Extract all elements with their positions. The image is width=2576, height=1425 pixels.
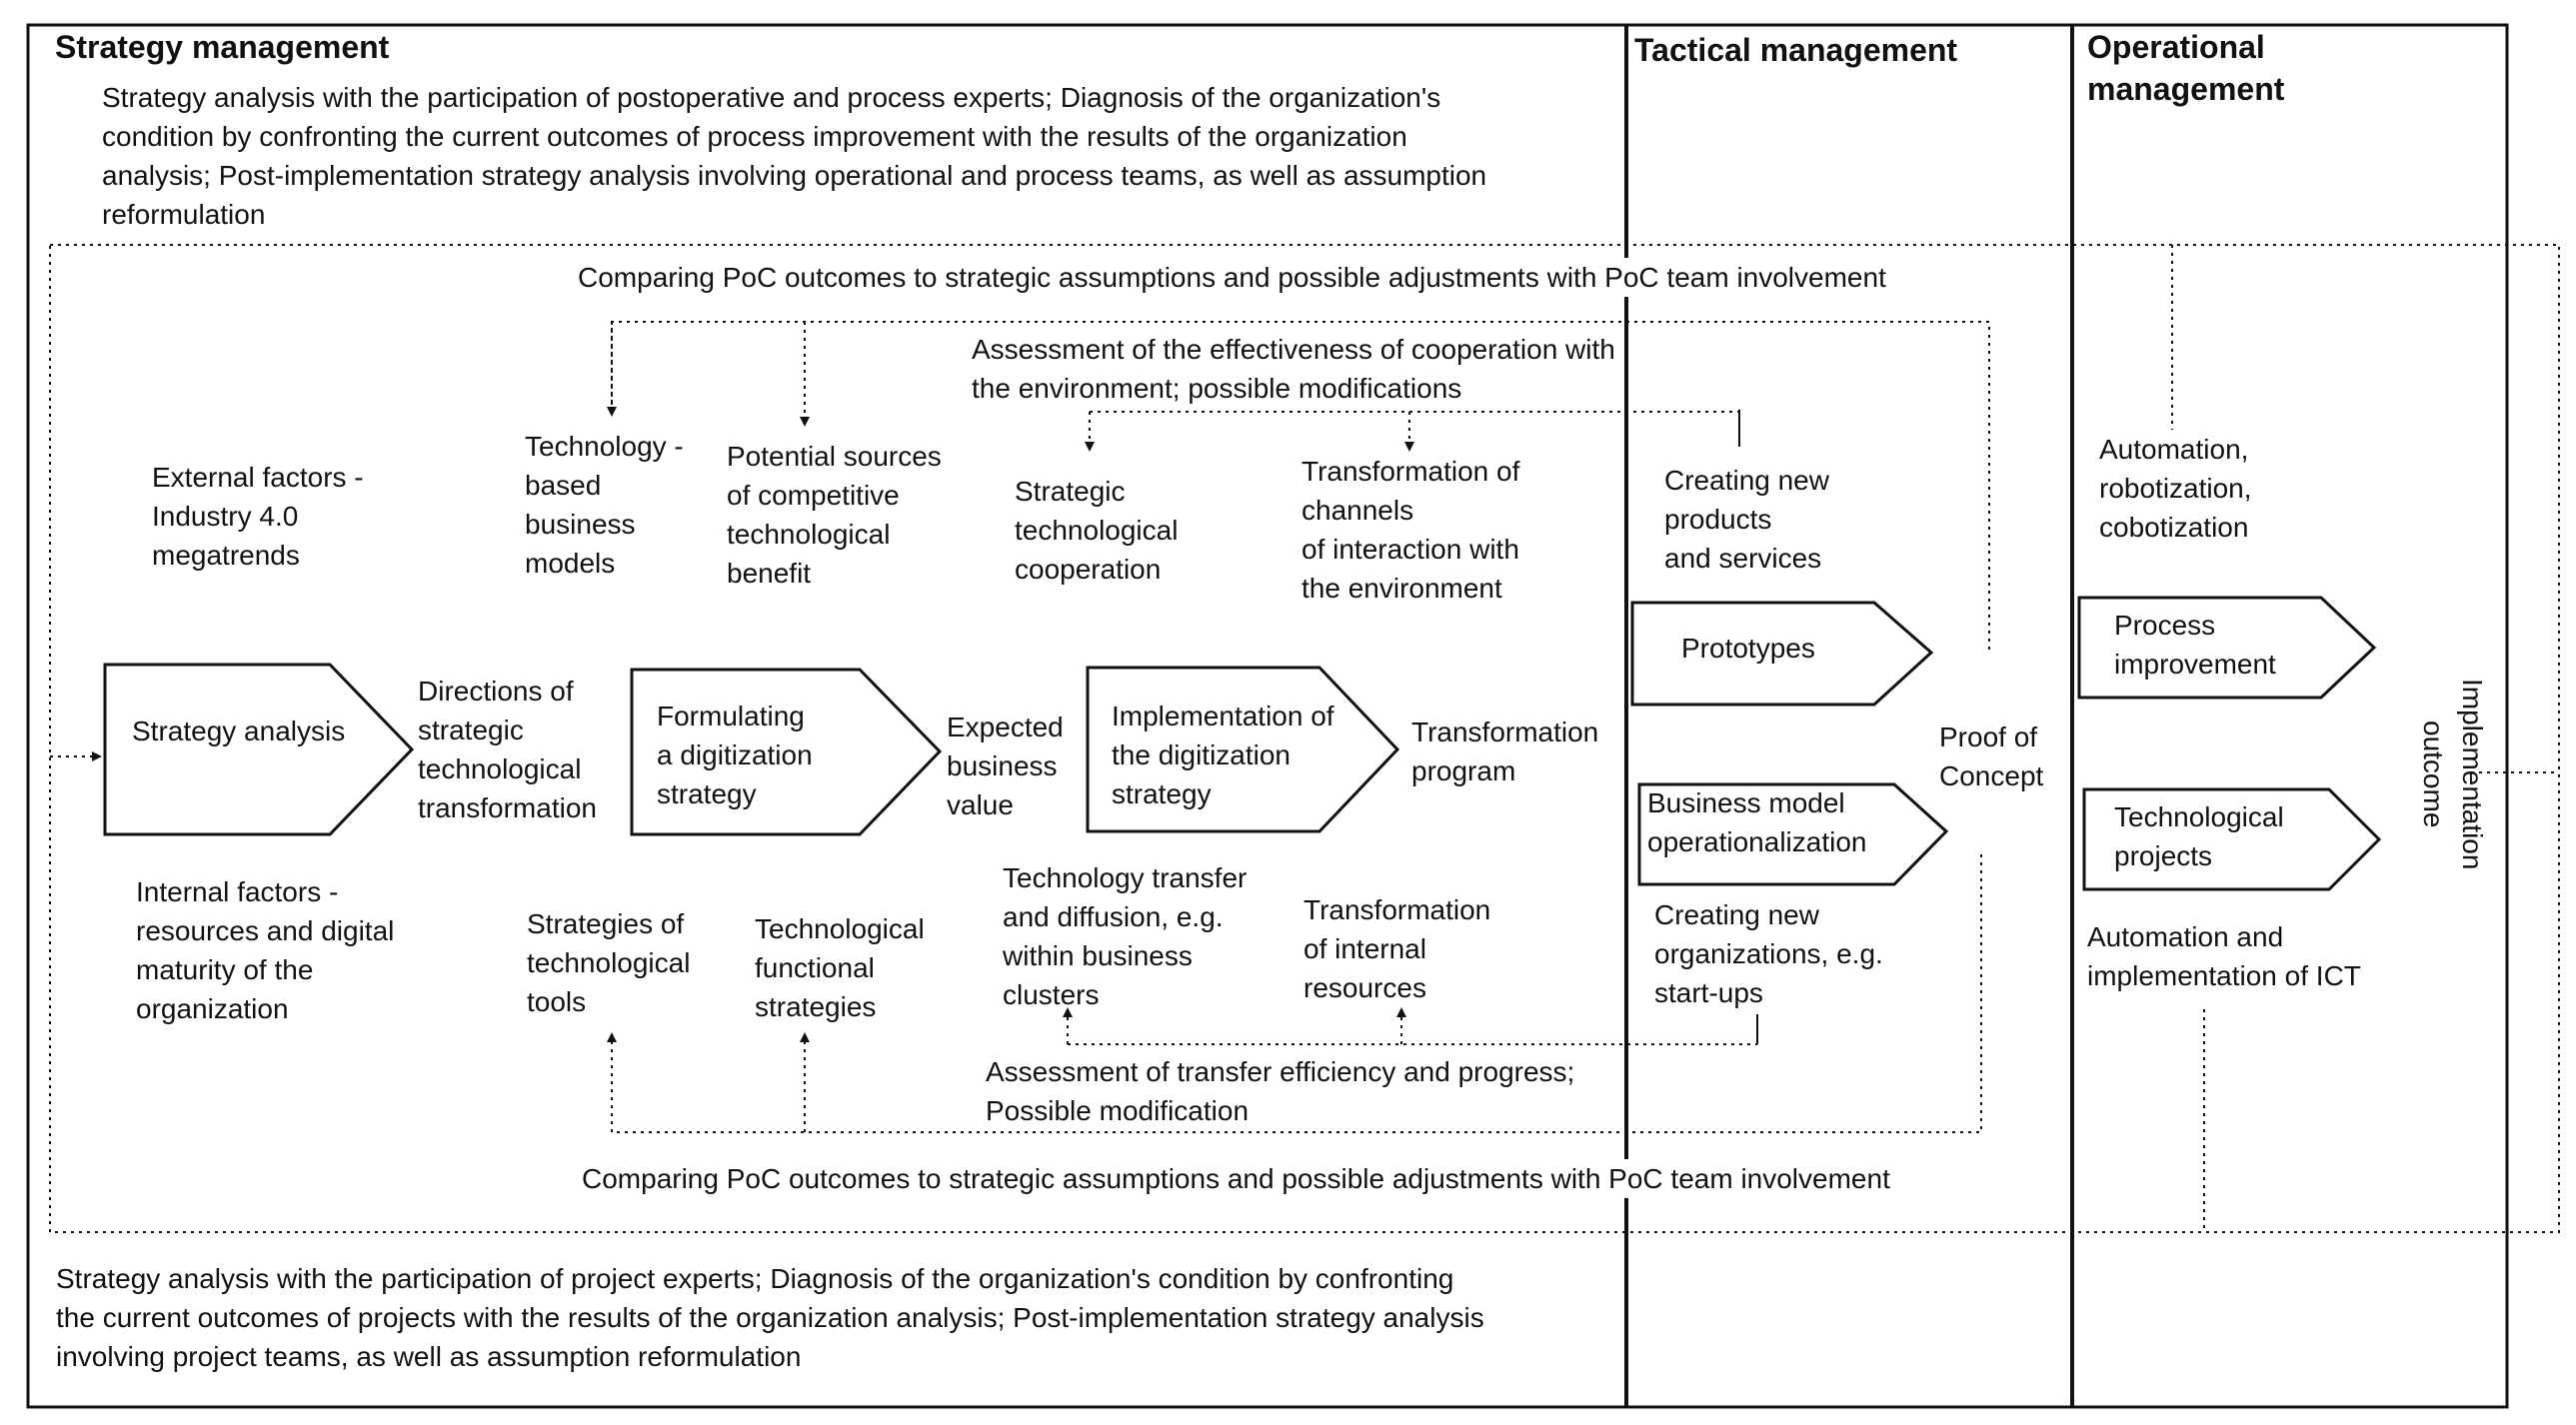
prototypes-label: Prototypes	[1681, 633, 1815, 664]
proof-of-concept-label: Proof of Concept	[1939, 721, 2044, 791]
implementation-outcome-label: Implementation outcome	[2418, 679, 2488, 870]
bottom-compare-label: Comparing PoC outcomes to strategic assu…	[582, 1159, 1890, 1198]
shape-formulating	[630, 668, 943, 836]
functional-strategies: Technological functional strategies	[755, 913, 925, 1022]
shape-tech-projects	[2082, 787, 2382, 891]
transfer-assessment-label: Assessment of transfer efficiency and pr…	[986, 1052, 1575, 1130]
formulating-label: Formulating a digitization strategy	[657, 701, 813, 809]
creating-new-organizations: Creating new organizations, e.g. start-u…	[1654, 899, 1883, 1008]
shape-strategy-analysis	[103, 663, 415, 836]
ict-label: Automation and implementation of ICT	[2087, 921, 2361, 991]
top-compare-label: Comparing PoC outcomes to strategic assu…	[578, 258, 1886, 297]
external-factors: External factors - Industry 4.0 megatren…	[152, 462, 364, 571]
shape-process-improvement	[2077, 596, 2377, 700]
technology-transfer: Technology transfer and diffusion, e.g. …	[1003, 862, 1248, 1010]
cooperation-assessment-label: Assessment of the effectiveness of coope…	[972, 330, 1615, 408]
bottom-description: Strategy analysis with the participation…	[56, 1263, 1484, 1372]
technology-based-business-models: Technology - based business models	[525, 431, 684, 579]
dotted-boundary	[49, 244, 2560, 1233]
transformation-of-channels: Transformation of channels of interactio…	[1301, 456, 1520, 604]
strategic-cooperation: Strategic technological cooperation	[1015, 476, 1179, 585]
bm-operationalization-label: Business model operationalization	[1647, 787, 1867, 857]
shape-prototypes	[1630, 601, 1934, 707]
creating-new-products: Creating new products and services	[1664, 465, 1829, 574]
automation-label: Automation, robotization, cobotization	[2099, 434, 2252, 543]
outer-frame	[26, 23, 2509, 1409]
strategy-management-header: Strategy management	[55, 29, 390, 65]
directions-label: Directions of strategic technological tr…	[418, 676, 597, 823]
transformation-program-label: Transformation program	[1411, 716, 1599, 786]
top-description: Strategy analysis with the participation…	[102, 82, 1487, 230]
shape-implementation	[1086, 666, 1400, 833]
implementation-label: Implementation of the digitization strat…	[1112, 701, 1334, 809]
operational-management-header: Operational management	[2087, 29, 2285, 107]
strategies-of-tools: Strategies of technological tools	[527, 908, 691, 1017]
shape-bm-op	[1637, 782, 1949, 886]
technological-projects-label: Technological projects	[2114, 801, 2284, 871]
expected-value-label: Expected business value	[947, 712, 1064, 820]
competitive-benefit-sources: Potential sources of competitive technol…	[727, 441, 942, 589]
process-improvement-label: Process improvement	[2114, 610, 2276, 680]
top-feedback-loop	[611, 321, 1990, 650]
transformation-internal-resources: Transformation of internal resources	[1303, 894, 1491, 1003]
internal-factors: Internal factors - resources and digital…	[136, 876, 395, 1024]
strategy-analysis-label: Strategy analysis	[132, 715, 346, 746]
tactical-management-header: Tactical management	[1634, 32, 1958, 68]
